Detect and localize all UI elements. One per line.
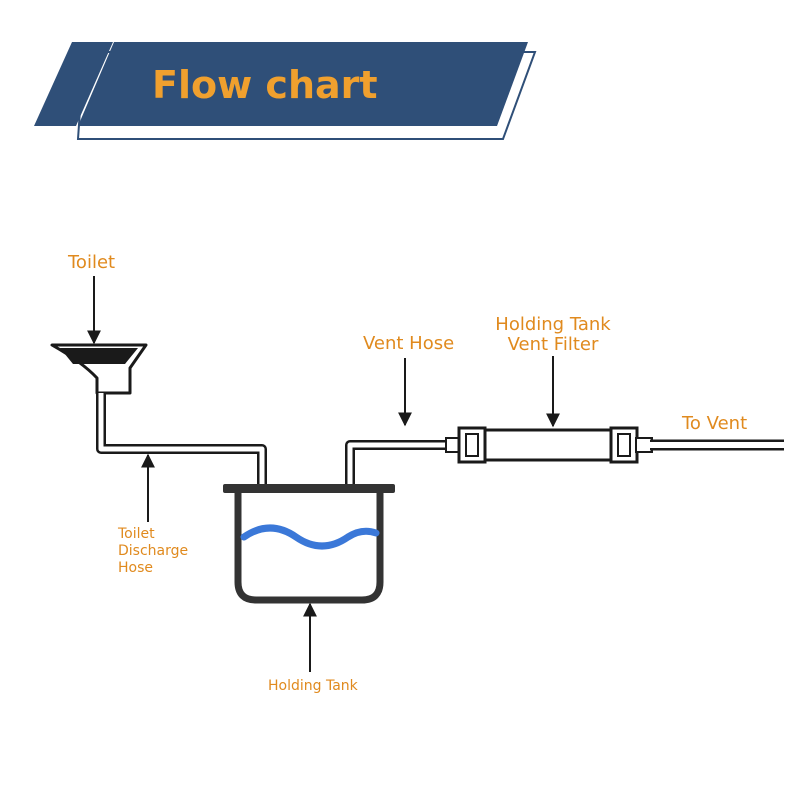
label-toilet: Toilet: [67, 252, 115, 273]
water-wave: [240, 524, 380, 550]
discharge-hose-inner: [98, 393, 265, 488]
title-banner: Flow chart: [34, 42, 537, 140]
vent-hose-inner: [347, 442, 460, 488]
vent-hose-outer: [345, 440, 460, 488]
banner-left-stripe: [34, 42, 113, 126]
filter-body: [483, 428, 613, 462]
label-vent-filter-line1: Holding Tank: [495, 314, 611, 335]
toilet-icon: [50, 343, 148, 395]
label-holding-tank: Holding Tank: [268, 678, 359, 694]
discharge-hose-outer: [96, 393, 267, 488]
label-vent-hose: Vent Hose: [363, 333, 454, 354]
label-discharge-hose-line1: Toilet: [117, 526, 155, 542]
holding-tank: [223, 484, 395, 604]
tank-rim: [223, 484, 395, 493]
banner-main: [78, 42, 528, 126]
page-title: Flow chart: [152, 63, 378, 107]
label-vent-filter-line2: Vent Filter: [508, 334, 599, 355]
label-to-vent: To Vent: [681, 413, 747, 434]
label-discharge-hose-line2: Discharge: [118, 543, 188, 559]
vent-filter: [445, 426, 653, 464]
label-discharge-hose-line3: Hose: [118, 560, 153, 576]
